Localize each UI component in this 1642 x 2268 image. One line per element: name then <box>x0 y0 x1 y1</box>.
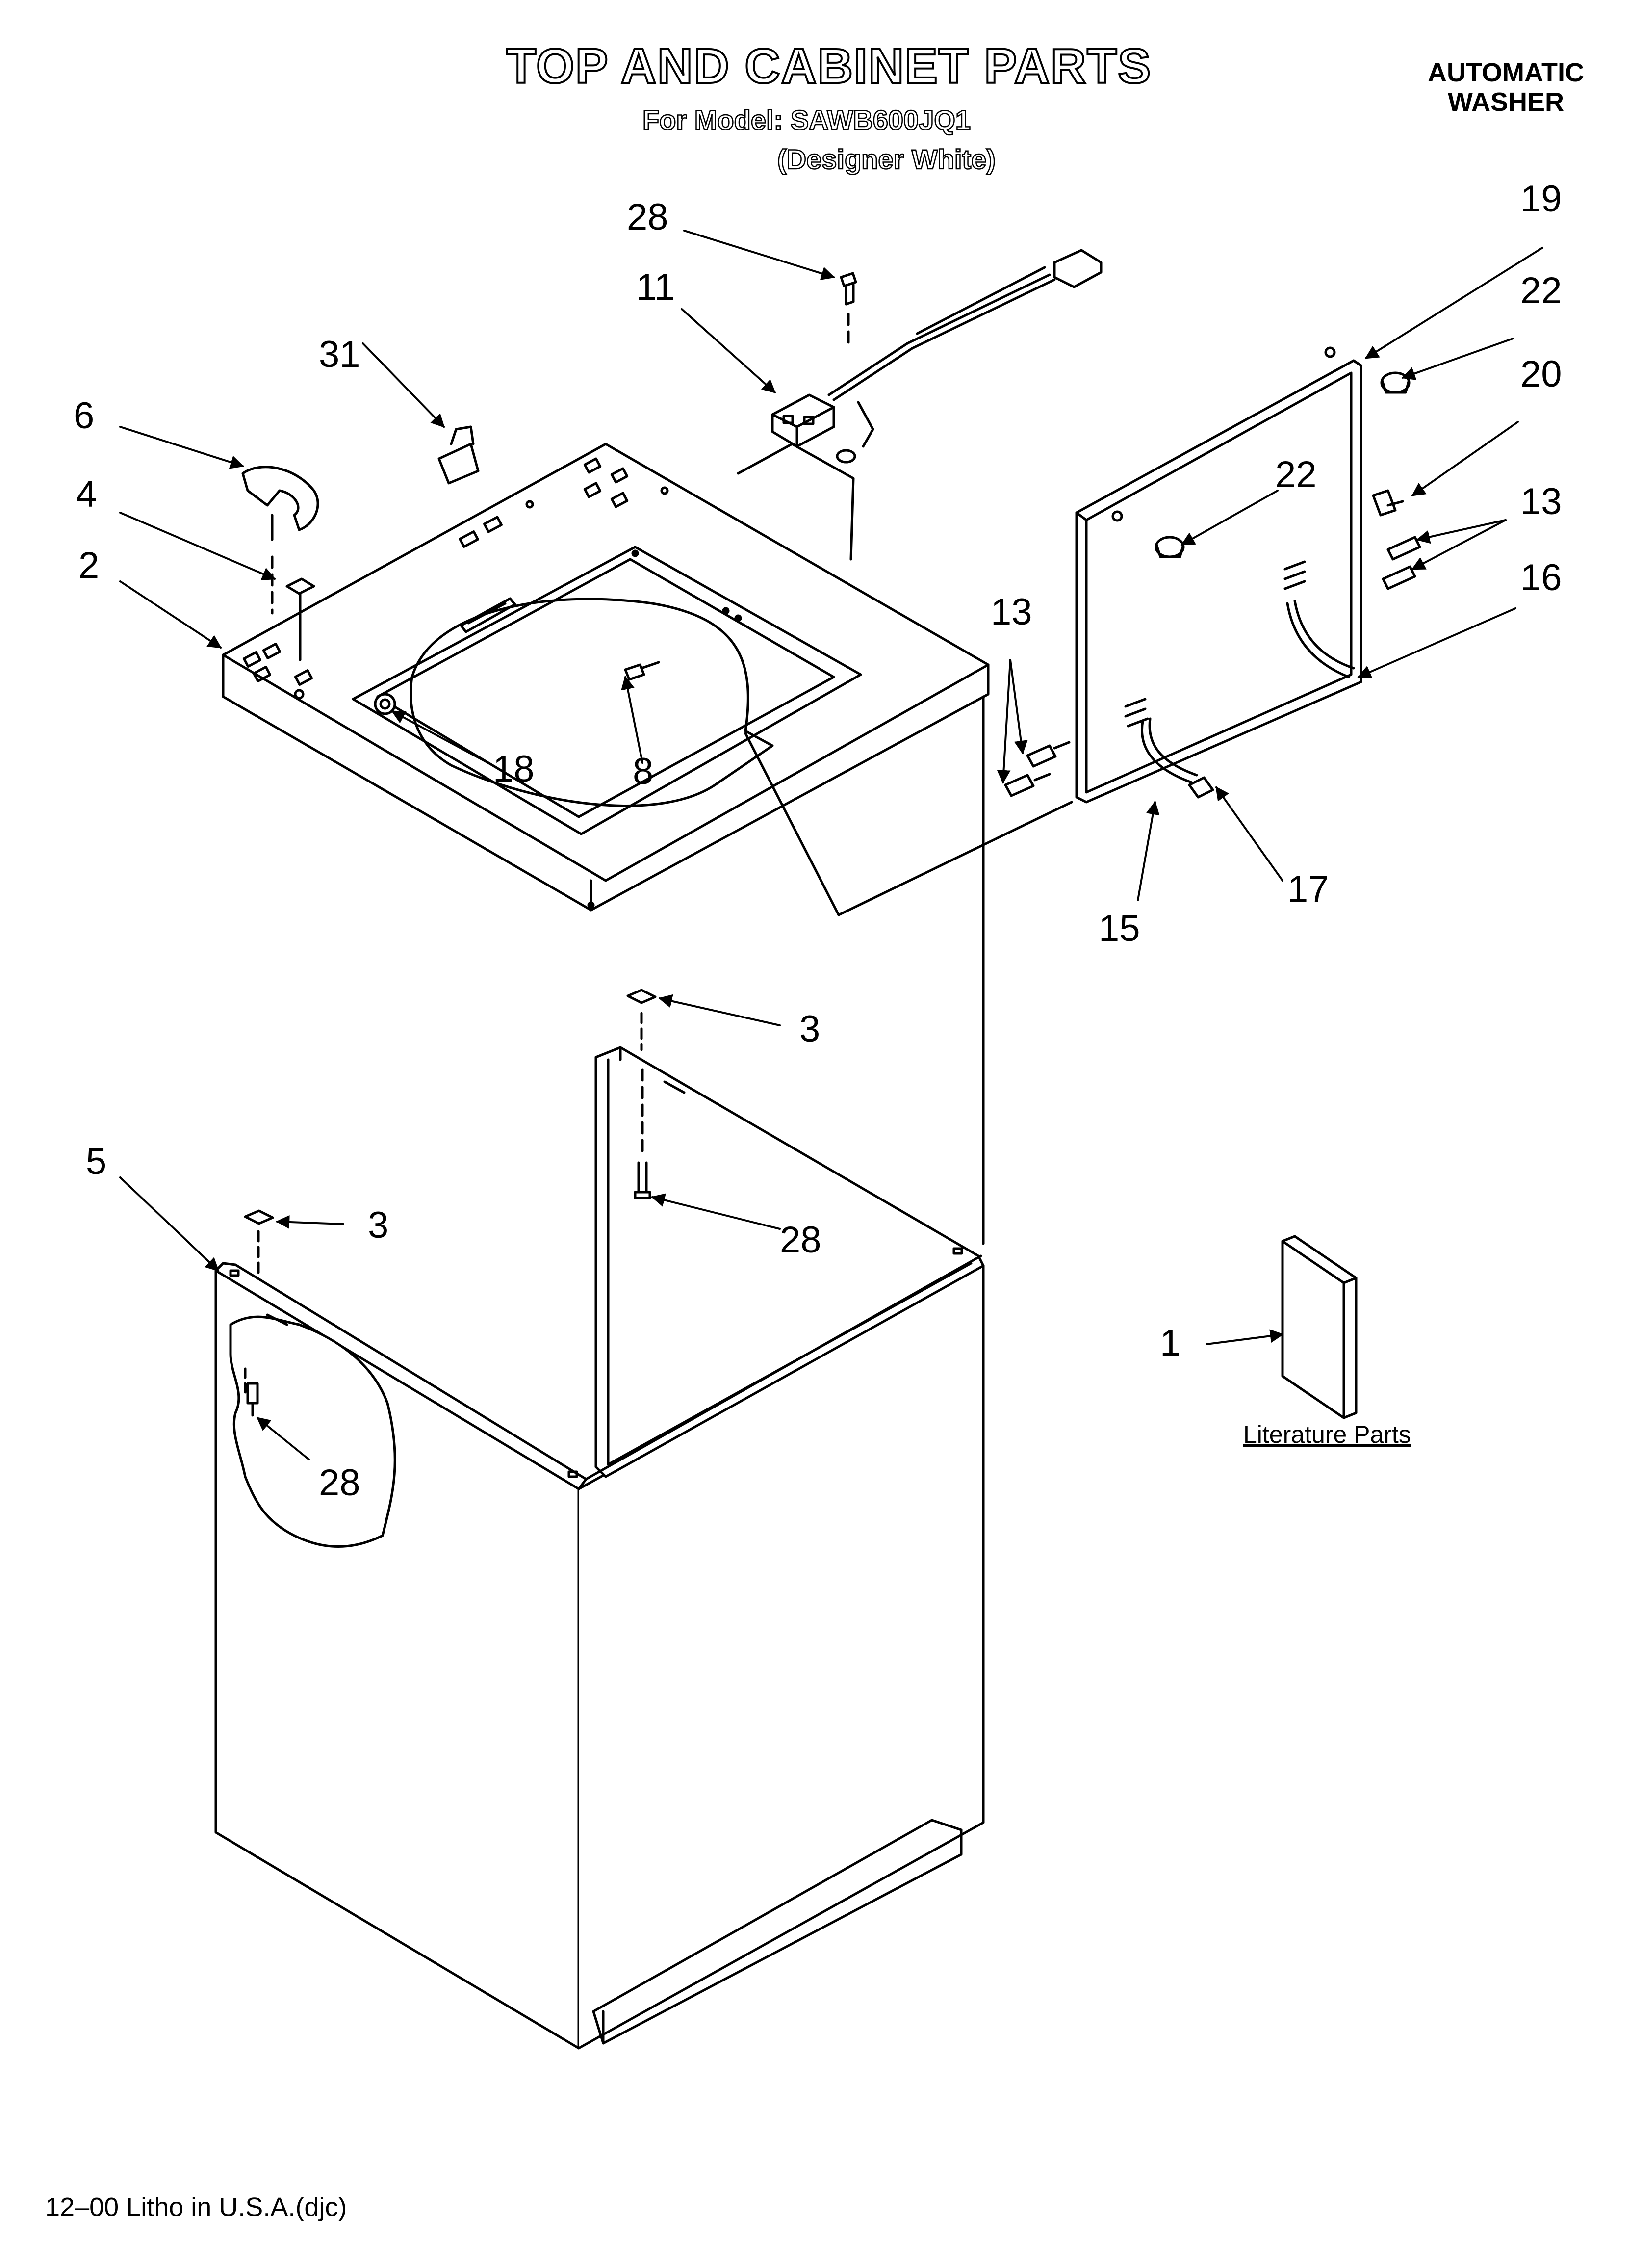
model-variant: (Designer White) <box>777 143 996 176</box>
callout-13-left: 13 <box>991 591 1032 633</box>
callout-16: 16 <box>1520 557 1562 599</box>
product-line-2: WASHER <box>1448 87 1565 117</box>
callout-4: 4 <box>76 473 97 515</box>
callout-5: 5 <box>86 1141 107 1182</box>
washer-top <box>222 443 1073 1245</box>
callout-22-lower: 22 <box>1275 454 1317 495</box>
page-title: TOP AND CABINET PARTS <box>505 38 1152 95</box>
callout-8: 8 <box>633 751 654 792</box>
callout-17: 17 <box>1287 868 1329 910</box>
lid-switch <box>771 249 1103 464</box>
literature-book <box>1281 1235 1358 1419</box>
leader-lines <box>119 230 1543 1460</box>
callout-31: 31 <box>319 334 360 375</box>
callout-28-cabinet: 28 <box>319 1462 360 1504</box>
callout-6: 6 <box>74 395 95 437</box>
callout-2: 2 <box>78 545 100 586</box>
console-frame <box>1004 346 1421 804</box>
callout-22-upper: 22 <box>1520 270 1562 312</box>
callout-20: 20 <box>1520 353 1562 395</box>
small-brackets <box>241 425 480 661</box>
callout-3-upper: 3 <box>799 1008 821 1050</box>
model-line: For Model: SAWB600JQ1 <box>642 104 972 136</box>
literature-parts-label: Literature Parts <box>1243 1421 1411 1448</box>
callout-1: 1 <box>1160 1322 1181 1364</box>
callout-13-right: 13 <box>1520 481 1562 522</box>
footer-print-info: 12–00 Litho in U.S.A.(djc) <box>45 2192 347 2222</box>
callout-19: 19 <box>1520 178 1562 220</box>
callout-28-rear: 28 <box>780 1219 821 1261</box>
callout-11: 11 <box>636 266 675 308</box>
product-type: AUTOMATIC WASHER <box>1428 58 1584 117</box>
callout-28-top: 28 <box>627 196 668 238</box>
callout-15: 15 <box>1099 908 1140 949</box>
callout-3-lower: 3 <box>368 1204 389 1246</box>
callout-18: 18 <box>493 748 535 790</box>
cabinet <box>214 989 985 2050</box>
product-line-1: AUTOMATIC <box>1428 58 1584 87</box>
